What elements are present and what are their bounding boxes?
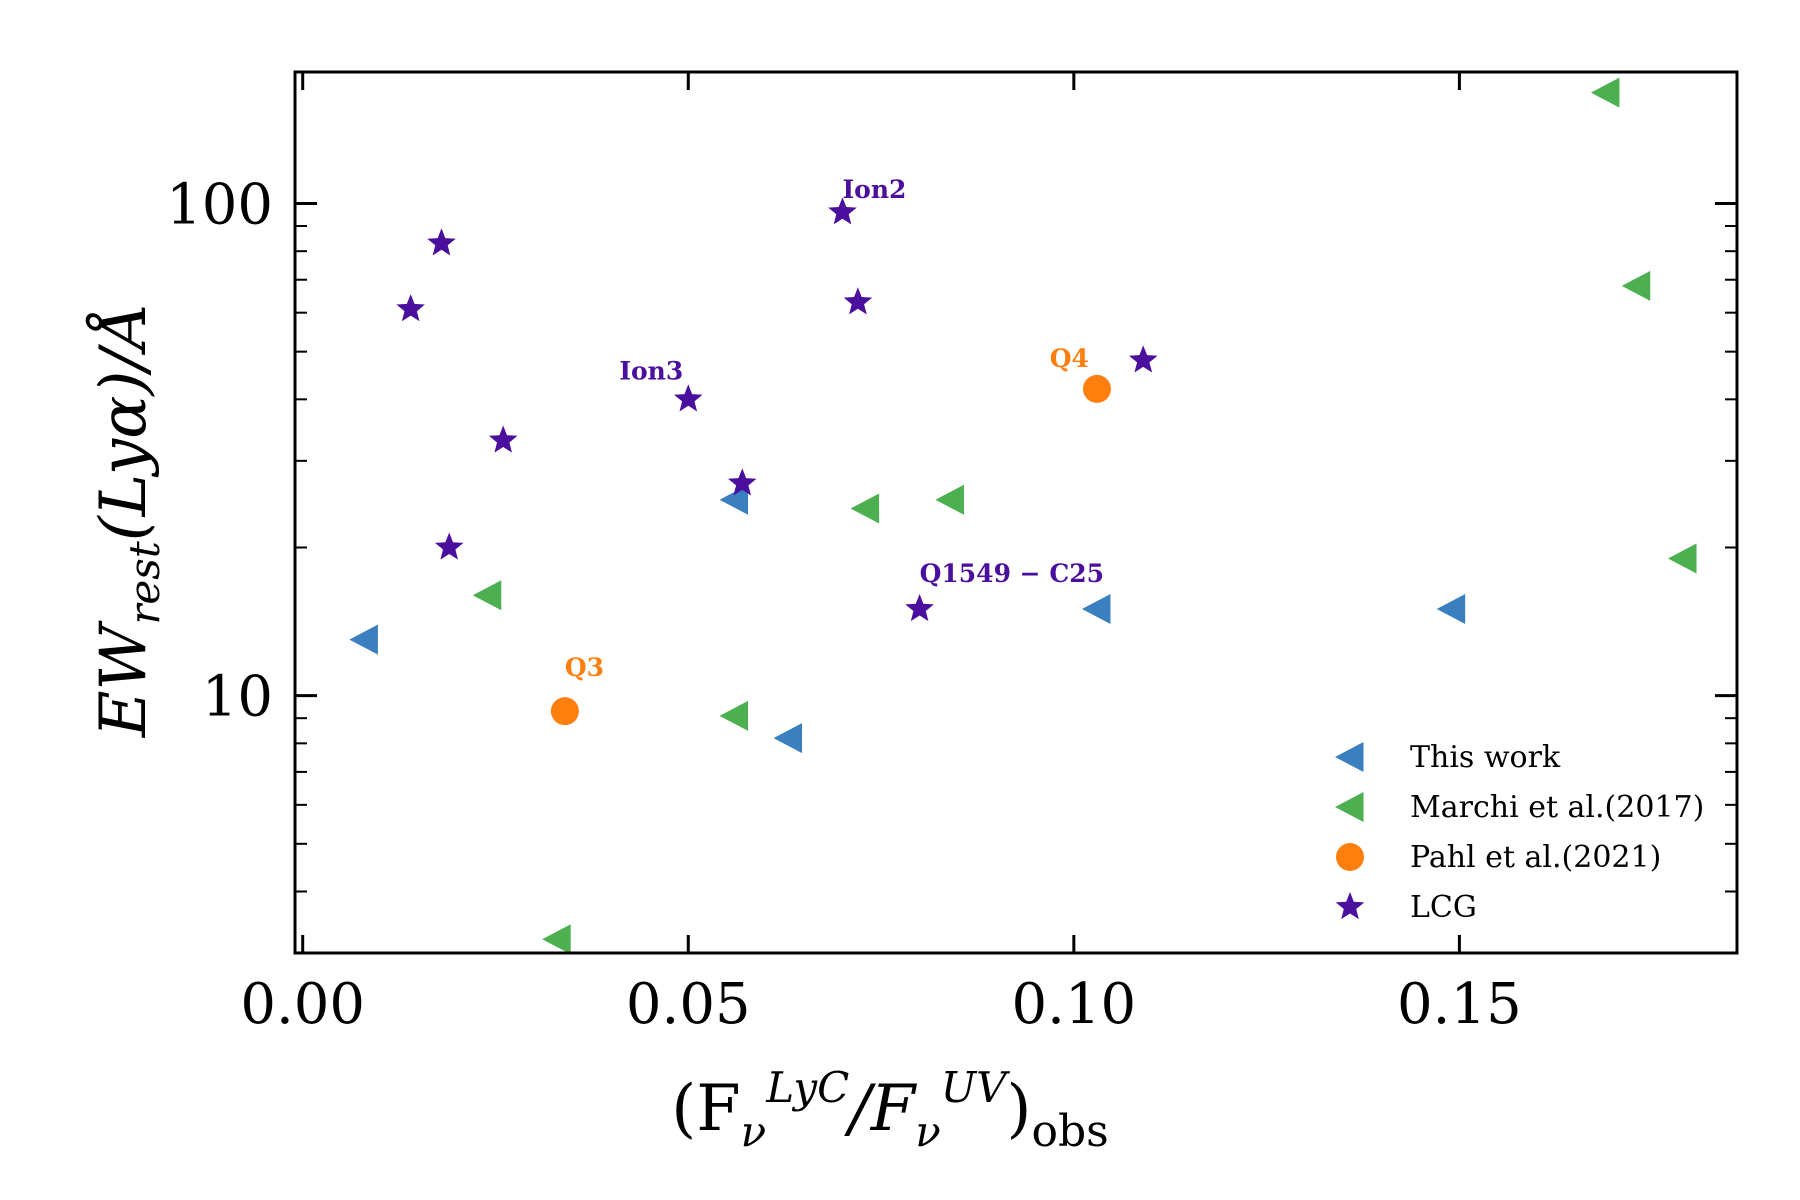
data-point xyxy=(850,493,880,524)
x-axis-title-sub: ν xyxy=(741,1107,767,1156)
x-tick-label: 0.15 xyxy=(1397,972,1522,1037)
data-point xyxy=(488,425,518,453)
legend-label: This work xyxy=(1410,740,1561,775)
y-axis-title-rest: (Lyα)/Å xyxy=(86,303,161,541)
data-point xyxy=(1436,593,1466,624)
x-tick-label: 0.00 xyxy=(240,972,365,1037)
y-minor-ticks xyxy=(295,225,1737,954)
x-axis-title-tail: obs xyxy=(1031,1106,1108,1157)
data-point xyxy=(1590,77,1620,108)
legend-label: Marchi et al.(2017) xyxy=(1410,790,1704,825)
data-point xyxy=(905,594,934,622)
data-point xyxy=(1081,593,1111,624)
legend-label: LCG xyxy=(1410,890,1477,925)
point-annotation: Q4 xyxy=(1050,344,1089,373)
legend-marker xyxy=(1335,892,1365,920)
data-point xyxy=(542,924,571,955)
point-annotation: Ion2 xyxy=(842,175,906,204)
data-point xyxy=(728,468,757,496)
data-point xyxy=(719,484,749,515)
x-axis-title-sup: LyC xyxy=(765,1063,849,1112)
data-point xyxy=(719,700,749,731)
x-axis-title-sup2: UV xyxy=(941,1063,1010,1112)
legend-marker xyxy=(1335,792,1364,822)
y-major-ticks: 10 100 xyxy=(166,172,1737,730)
legend-marker xyxy=(1335,742,1364,772)
data-point xyxy=(396,294,425,322)
point-annotation: Q1549 − C25 xyxy=(920,559,1104,588)
legend-label: Pahl et al.(2021) xyxy=(1410,840,1661,875)
x-axis-title-sub2: ν xyxy=(915,1107,941,1156)
data-point xyxy=(1129,345,1158,373)
data-point xyxy=(427,228,456,256)
plot-frame xyxy=(293,70,1739,955)
x-ticks: 0.00 0.05 0.10 0.15 xyxy=(240,72,1522,1037)
x-axis-title: (FνLyC/FνUV)obs xyxy=(671,1063,1108,1157)
data-point xyxy=(1082,374,1111,403)
y-tick-label: 100 xyxy=(166,172,273,237)
data-point xyxy=(435,532,464,560)
x-tick-label: 0.10 xyxy=(1011,972,1136,1037)
data-point xyxy=(843,287,873,315)
data-point xyxy=(674,384,703,412)
data-point xyxy=(550,697,579,726)
x-tick-label: 0.05 xyxy=(626,972,751,1037)
y-axis-title-main: EW xyxy=(87,619,161,738)
legend-marker xyxy=(1336,843,1364,871)
data-point xyxy=(472,580,502,611)
y-axis-title-sub: rest xyxy=(120,541,169,624)
y-axis-title: EWrest(Lyα)/Å xyxy=(86,303,169,738)
data-point xyxy=(1621,270,1651,301)
data-point xyxy=(935,484,964,515)
data-point xyxy=(773,723,803,754)
x-axis-title-open: (F xyxy=(671,1072,740,1146)
data-points xyxy=(349,77,1697,955)
point-annotation: Ion3 xyxy=(619,356,683,385)
x-axis-title-slash: /F xyxy=(843,1072,918,1146)
data-point xyxy=(1668,543,1697,574)
data-point xyxy=(828,197,857,225)
data-point xyxy=(349,624,378,655)
x-axis-title-close: ) xyxy=(1006,1072,1031,1146)
y-tick-label: 10 xyxy=(202,665,273,730)
point-annotation: Q3 xyxy=(565,653,604,682)
